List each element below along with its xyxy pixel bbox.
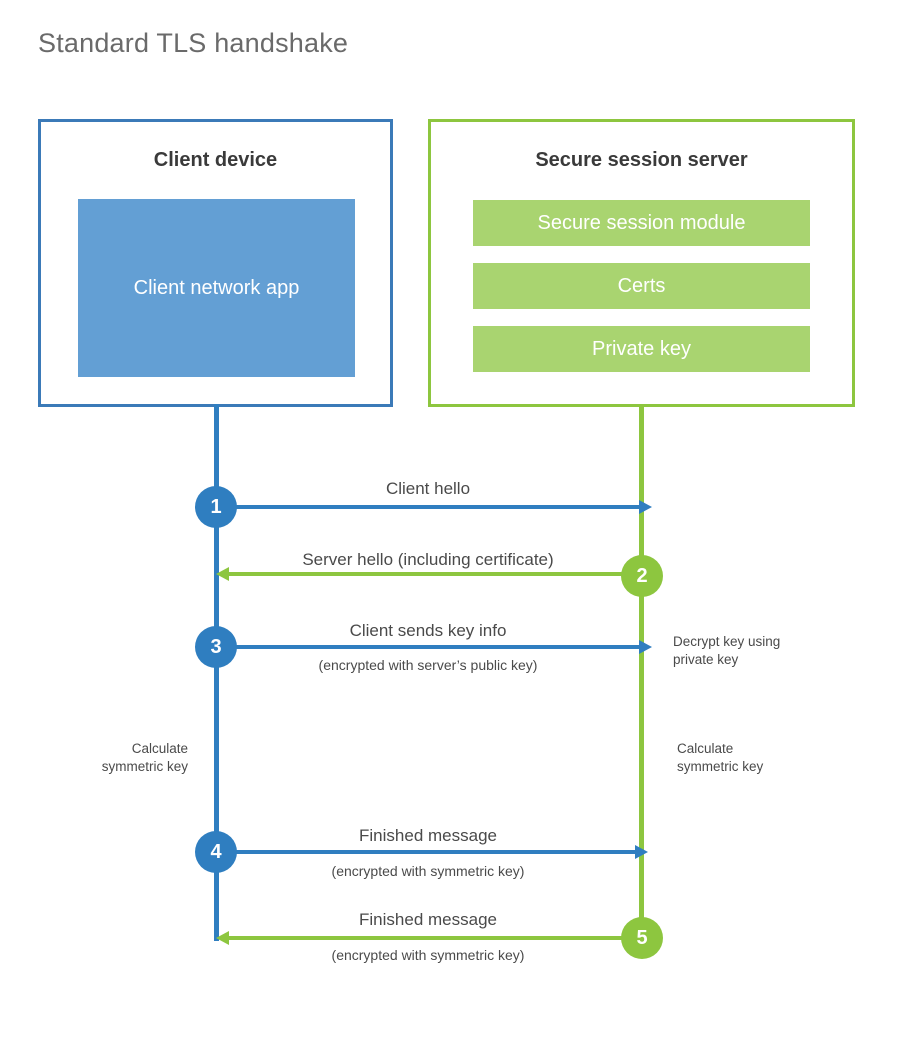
arrow-step-3-head-icon xyxy=(639,640,652,654)
arrow-step-2 xyxy=(216,567,639,581)
step-circle-3[interactable]: 3 xyxy=(195,626,237,668)
arrow-step-5-line xyxy=(229,936,639,940)
arrow-step-5-label: Finished message xyxy=(359,910,497,929)
step-circle-2[interactable]: 2 xyxy=(621,555,663,597)
secure-session-server-title: Secure session server xyxy=(535,149,748,171)
server-bar-certs: Certs xyxy=(473,263,810,309)
arrow-step-3-line xyxy=(217,645,639,649)
arrow-step-3 xyxy=(217,640,652,654)
arrow-step-3-sublabel: (encrypted with server’s public key) xyxy=(318,657,538,673)
arrow-step-4-line xyxy=(217,850,635,854)
arrow-step-1 xyxy=(217,500,652,514)
arrow-step-1-head-icon xyxy=(639,500,652,514)
server-bar-secure-session-module: Secure session module xyxy=(473,200,810,246)
arrow-step-1-line xyxy=(217,505,639,509)
client-device-title: Client device xyxy=(153,149,278,171)
page-title: Standard TLS handshake xyxy=(38,28,349,58)
arrow-step-5-sublabel: (encrypted with symmetric key) xyxy=(331,947,525,963)
arrow-step-5-head-icon xyxy=(216,931,229,945)
arrow-step-2-label: Server hello (including certificate) xyxy=(302,550,554,569)
arrow-step-4 xyxy=(217,845,648,859)
step-circle-5[interactable]: 5 xyxy=(621,917,663,959)
secure-session-server-panel: Secure session server Secure session mod… xyxy=(428,119,855,407)
client-network-app-block: Client network app xyxy=(78,199,355,377)
arrow-step-1-label: Client hello xyxy=(385,479,471,498)
arrow-step-2-line xyxy=(229,572,639,576)
arrow-step-4-sublabel: (encrypted with symmetric key) xyxy=(331,863,525,879)
note-calculate-symmetric-key-client: Calculate symmetric key xyxy=(101,741,188,774)
arrow-step-3-label: Client sends key info xyxy=(349,621,507,640)
step-circle-1[interactable]: 1 xyxy=(195,486,237,528)
note-decrypt-key: Decrypt key using private key xyxy=(673,634,781,667)
client-lifeline xyxy=(214,404,219,941)
arrow-step-2-head-icon xyxy=(216,567,229,581)
server-lifeline xyxy=(639,404,644,938)
server-bar-private-key: Private key xyxy=(473,326,810,372)
note-calculate-symmetric-key-server: Calculate symmetric key xyxy=(677,741,764,774)
client-device-panel: Client device Client network app xyxy=(38,119,393,407)
arrow-step-4-label: Finished message xyxy=(359,826,497,845)
arrow-step-4-head-icon xyxy=(635,845,648,859)
step-circle-4[interactable]: 4 xyxy=(195,831,237,873)
arrow-step-5 xyxy=(216,931,639,945)
